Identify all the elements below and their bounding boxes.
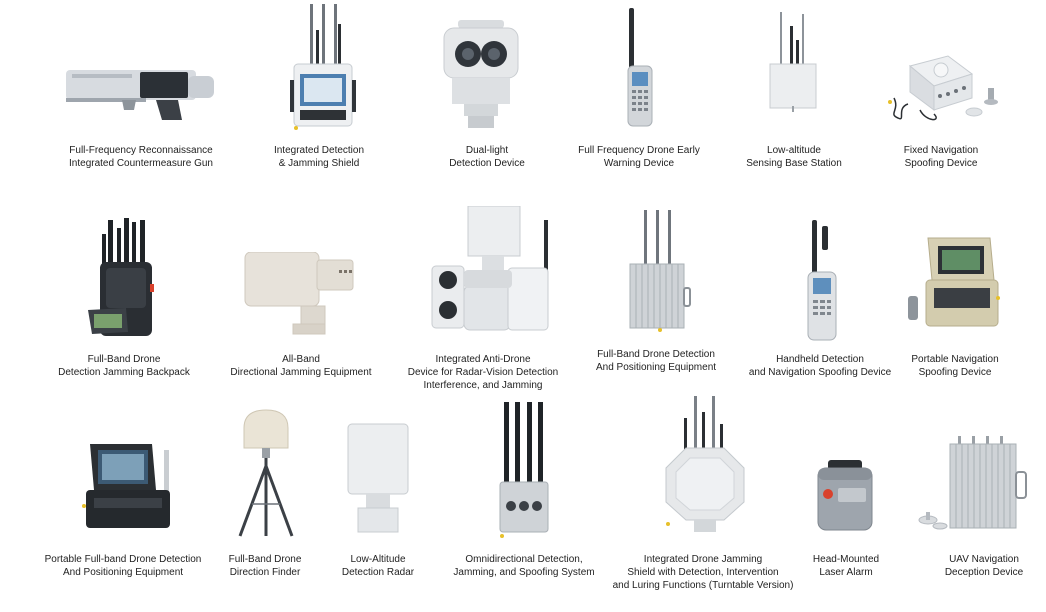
product-caption: Fixed Navigation Spoofing Device bbox=[904, 144, 978, 170]
caption-line: Detection Device bbox=[449, 158, 525, 169]
caption-line: Dual-light bbox=[465, 145, 509, 156]
dual-light-camera-icon bbox=[443, 20, 519, 128]
product-caption: All-Band Directional Jamming Equipment bbox=[230, 353, 371, 379]
caption-line: Spoofing Device bbox=[904, 158, 978, 169]
handheld-radio-icon bbox=[627, 8, 653, 127]
caption-line: Spoofing Device bbox=[918, 367, 992, 378]
caption-line: Sensing Base Station bbox=[746, 158, 842, 169]
caption-line: and Navigation Spoofing Device bbox=[748, 367, 892, 378]
caption-line: Full Frequency Drone Early bbox=[578, 145, 700, 156]
finned-enclosure-icon bbox=[629, 210, 691, 332]
caption-line: Interference, and Jamming bbox=[423, 380, 543, 391]
product-caption: Low-altitude Sensing Base Station bbox=[746, 144, 842, 170]
product-caption: Portable Full-band Drone Detection And P… bbox=[45, 553, 202, 579]
rugged-case-icon bbox=[82, 444, 170, 528]
caption-line: Low-Altitude bbox=[350, 554, 406, 565]
caption-line: Integrated Drone Jamming bbox=[643, 554, 763, 565]
caption-line: Detection Jamming Backpack bbox=[58, 367, 190, 378]
octagon-shield-icon bbox=[665, 396, 745, 532]
backpack-jammer-icon bbox=[88, 218, 154, 336]
caption-line: Jamming, and Spoofing System bbox=[453, 567, 595, 578]
base-station-icon bbox=[769, 12, 817, 112]
product-caption: Full-Band Drone Detection And Positionin… bbox=[596, 348, 716, 374]
product-caption: Omnidirectional Detection, Jamming, and … bbox=[453, 553, 594, 579]
caption-line: Full-Band Drone bbox=[87, 354, 161, 365]
caption-line: Handheld Detection bbox=[776, 354, 864, 365]
directional-jammer-icon bbox=[244, 252, 354, 335]
handheld-spoofer-icon bbox=[807, 220, 837, 341]
omni-jammer-icon bbox=[499, 402, 549, 538]
caption-line: UAV Navigation bbox=[949, 554, 1019, 565]
spoofing-box-icon bbox=[888, 55, 998, 121]
caption-line: Portable Full-band Drone Detection bbox=[44, 554, 202, 565]
product-caption: Integrated Detection & Jamming Shield bbox=[274, 144, 364, 170]
caption-line: Portable Navigation bbox=[911, 354, 999, 365]
product-caption: Low-Altitude Detection Radar bbox=[342, 553, 414, 579]
tripod-direction-finder-icon bbox=[238, 409, 294, 537]
product-caption: Full Frequency Drone Early Warning Devic… bbox=[578, 144, 700, 170]
laser-alarm-icon bbox=[817, 460, 873, 531]
countermeasure-gun-icon bbox=[66, 70, 214, 120]
caption-line: Full-Band Drone Detection bbox=[597, 349, 715, 360]
jamming-shield-icon bbox=[290, 4, 356, 130]
caption-line: and Luring Functions (Turntable Version) bbox=[612, 580, 794, 591]
caption-line: Warning Device bbox=[603, 158, 675, 169]
product-caption: Integrated Anti-Drone Device for Radar-V… bbox=[408, 353, 558, 392]
caption-line: All-Band bbox=[282, 354, 320, 365]
product-caption: UAV Navigation Deception Device bbox=[945, 553, 1023, 579]
caption-line: Integrated Anti-Drone bbox=[435, 354, 531, 365]
caption-line: Directional Jamming Equipment bbox=[230, 367, 372, 378]
caption-line: And Positioning Equipment bbox=[62, 567, 184, 578]
radar-panel-icon bbox=[347, 423, 409, 533]
caption-line: Direction Finder bbox=[229, 567, 301, 578]
caption-line: Integrated Detection bbox=[273, 145, 365, 156]
caption-line: And Positioning Equipment bbox=[595, 362, 717, 373]
caption-line: & Jamming Shield bbox=[278, 158, 360, 169]
caption-line: Low-altitude bbox=[767, 145, 821, 156]
caption-line: Full-Band Drone bbox=[228, 554, 302, 565]
radar-vision-device-icon bbox=[431, 206, 549, 331]
caption-line: Shield with Detection, Intervention bbox=[627, 567, 779, 578]
product-caption: Dual-light Detection Device bbox=[449, 144, 525, 170]
caption-line: Full-Frequency Reconnaissance bbox=[69, 145, 213, 156]
caption-line: Detection Radar bbox=[341, 567, 415, 578]
caption-line: Laser Alarm bbox=[819, 567, 873, 578]
caption-line: Device for Radar-Vision Detection bbox=[407, 367, 559, 378]
product-caption: Integrated Drone Jamming Shield with Det… bbox=[613, 553, 794, 592]
product-caption: Full-Band Drone Detection Jamming Backpa… bbox=[58, 353, 190, 379]
product-caption: Portable Navigation Spoofing Device bbox=[911, 353, 998, 379]
product-caption: Full-Band Drone Direction Finder bbox=[229, 553, 302, 579]
caption-line: Head-Mounted bbox=[812, 554, 880, 565]
caption-line: Deception Device bbox=[944, 567, 1024, 578]
portable-case-icon bbox=[908, 237, 1000, 327]
product-caption: Head-Mounted Laser Alarm bbox=[813, 553, 879, 579]
product-caption: Handheld Detection and Navigation Spoofi… bbox=[749, 353, 891, 379]
caption-line: Fixed Navigation bbox=[903, 145, 979, 156]
product-caption: Full-Frequency Reconnaissance Integrated… bbox=[69, 144, 213, 170]
caption-line: Omnidirectional Detection, bbox=[465, 554, 583, 565]
deception-box-icon bbox=[918, 436, 1027, 530]
caption-line: Integrated Countermeasure Gun bbox=[69, 158, 213, 169]
